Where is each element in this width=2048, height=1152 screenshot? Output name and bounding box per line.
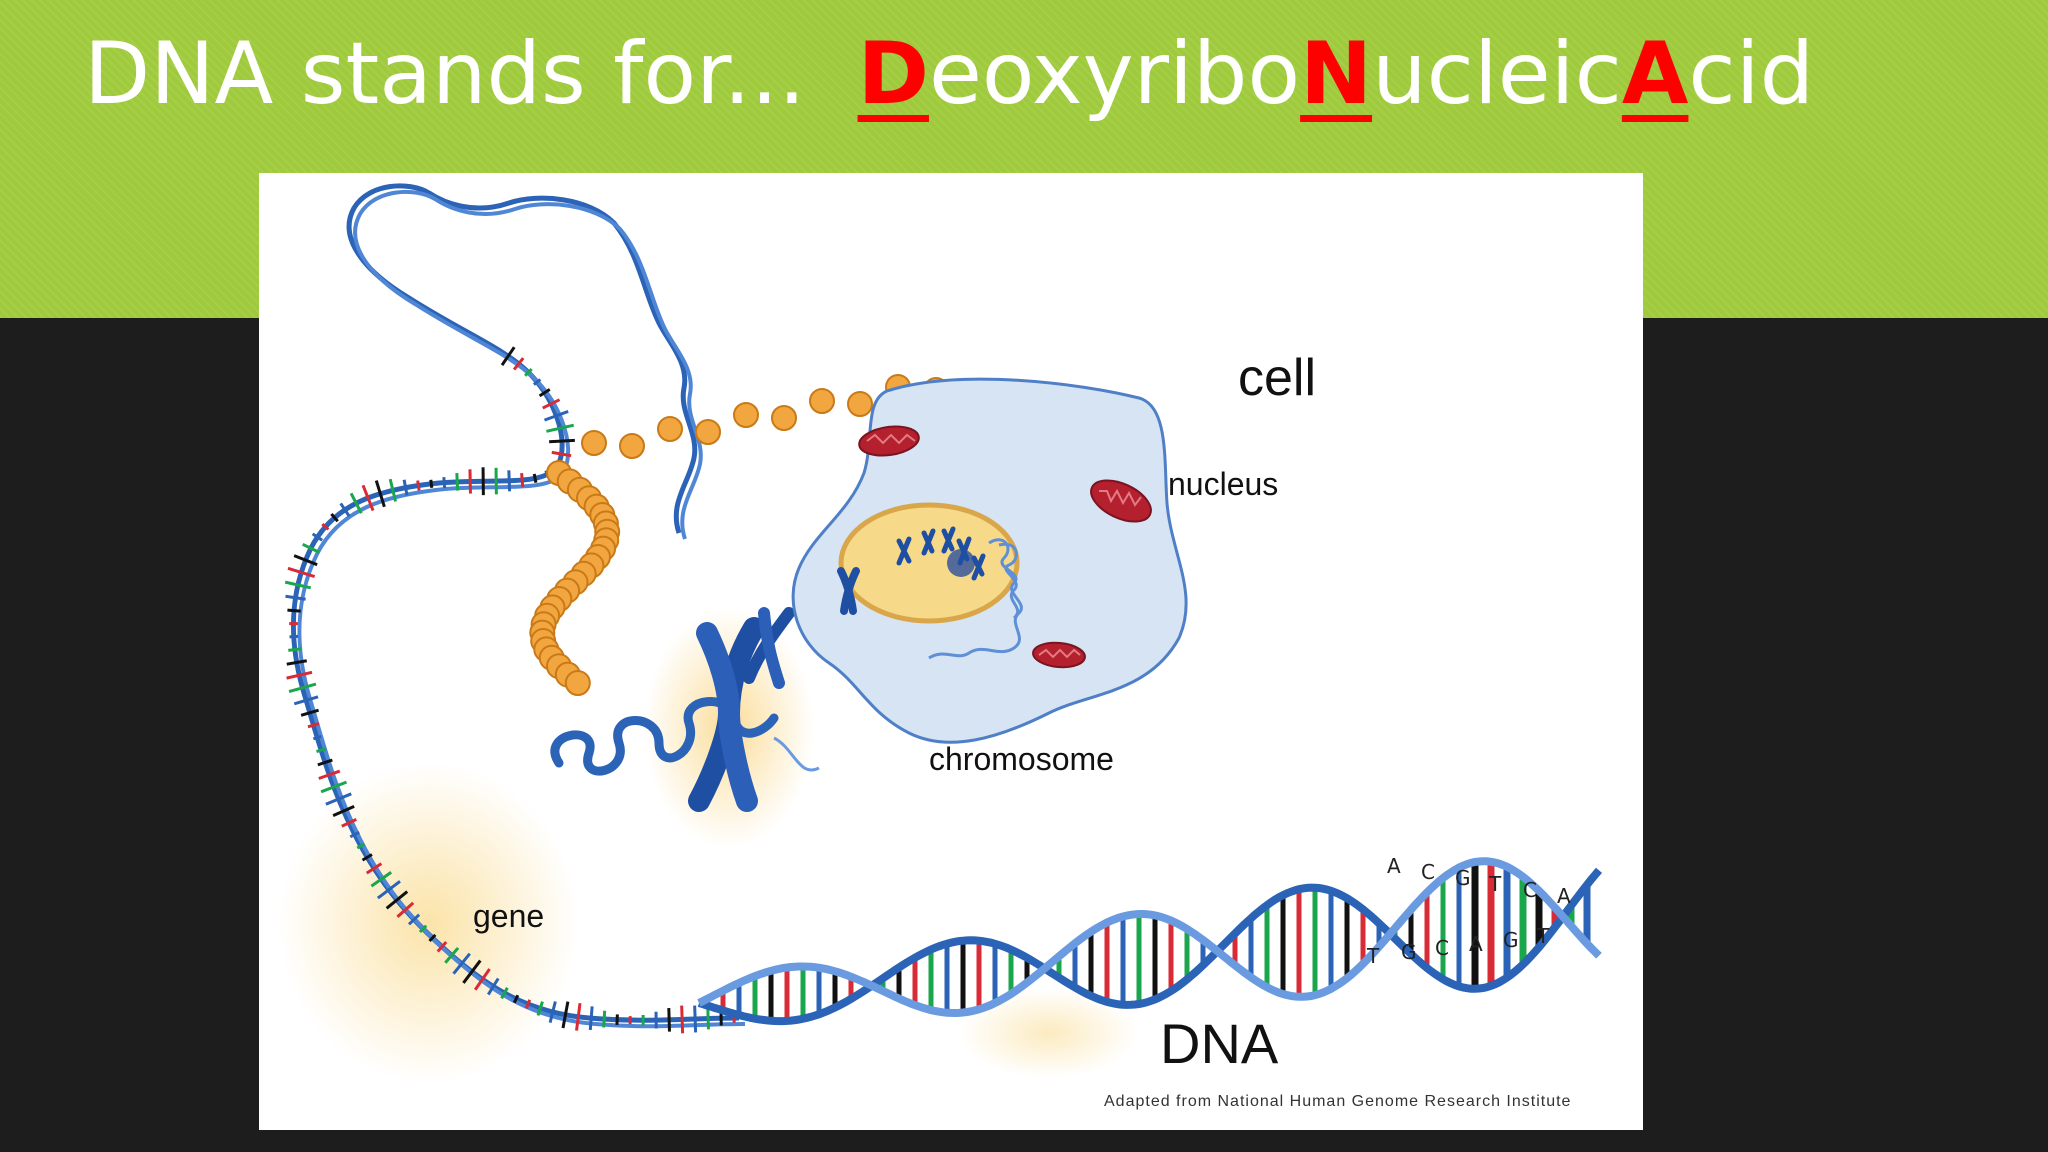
dna-glow	[959, 988, 1139, 1078]
label-gene: gene	[473, 898, 545, 934]
title-part: N	[1300, 24, 1373, 124]
label-dna: DNA	[1160, 1012, 1279, 1075]
title-part: ucleic	[1372, 24, 1622, 124]
base-letter: G	[1455, 866, 1471, 890]
base-letter: A	[1469, 932, 1483, 956]
mitochondrion	[1032, 641, 1086, 669]
base-letter: A	[1387, 854, 1401, 878]
label-cell: cell	[1238, 349, 1317, 407]
mitochondrion	[858, 425, 920, 457]
gene-highlight-glow	[279, 763, 579, 1083]
label-nucleus: nucleus	[1168, 466, 1279, 502]
base-letter: G	[1401, 940, 1417, 964]
label-chromosome: chromosome	[929, 741, 1114, 777]
chromatin-fiber	[529, 374, 949, 696]
mitochondrion	[1090, 479, 1152, 523]
base-letter: A	[1557, 884, 1571, 908]
source-credit: Adapted from National Human Genome Resea…	[1104, 1093, 1572, 1110]
dna-strand-long	[284, 183, 746, 1034]
base-letter: C	[1523, 878, 1537, 902]
base-letter: G	[1503, 928, 1519, 952]
dna-double-helix	[697, 857, 1603, 1026]
title-part: eoxyribo	[928, 24, 1301, 124]
slide-title: DNA stands for... DeoxyriboNucleicAcid	[84, 14, 1814, 134]
chromosome-small	[743, 607, 795, 689]
base-letter: T	[1488, 872, 1502, 896]
title-part: A	[1621, 24, 1689, 124]
nucleus	[838, 502, 1020, 624]
base-letter: C	[1421, 860, 1435, 884]
base-letter: T	[1366, 944, 1380, 968]
base-letter: T	[1536, 924, 1550, 948]
title-part: cid	[1688, 24, 1815, 124]
cell	[791, 377, 1188, 744]
chromosome-large	[688, 617, 765, 812]
base-letter: C	[1435, 936, 1449, 960]
title-prefix: DNA stands for...	[84, 24, 806, 124]
title-part: D	[857, 24, 929, 124]
